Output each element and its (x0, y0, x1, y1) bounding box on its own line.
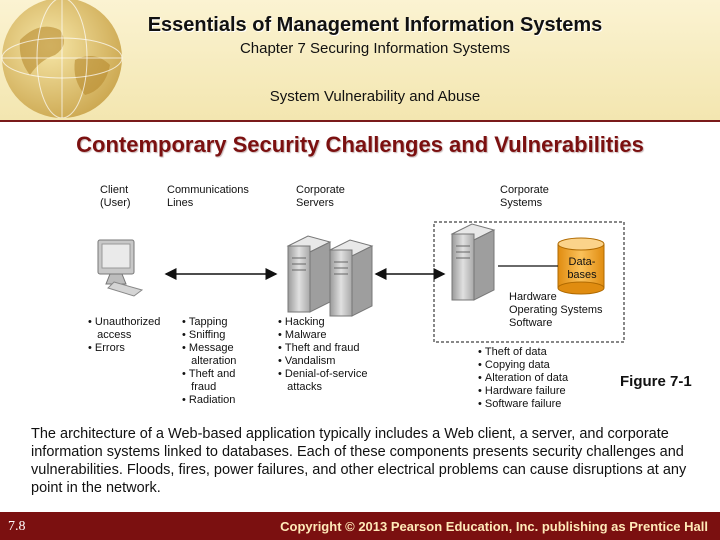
slide-header: Essentials of Management Information Sys… (0, 0, 720, 122)
database-icon (557, 237, 605, 295)
book-title: Essentials of Management Information Sys… (147, 14, 603, 36)
system-risks-list: Theft of data Copying data Alteration of… (478, 346, 568, 411)
figure-description: The architecture of a Web-based applicat… (31, 426, 687, 496)
chapter-title: Chapter 7 Securing Information Systems (239, 40, 511, 57)
server-risks-list: Hacking Malware Theft and fraud Vandalis… (278, 316, 368, 394)
client-label: Client (User) (100, 184, 131, 209)
communications-label: Communications Lines (167, 184, 249, 209)
client-risks-list: Unauthorized access Errors (88, 316, 160, 355)
corporate-server-icon (286, 235, 332, 313)
section-title: System Vulnerability and Abuse (269, 88, 481, 105)
figure-label: Figure 7-1 (620, 373, 692, 390)
security-diagram: Client (User) Communications Lines Corpo… (80, 178, 640, 418)
page-number: 7.8 (8, 519, 26, 534)
system-components-label: Hardware Operating Systems Software (509, 291, 603, 329)
client-computer-icon (97, 239, 144, 297)
systems-label: Corporate Systems (500, 184, 549, 209)
servers-label: Corporate Servers (296, 184, 345, 209)
copyright-notice: Copyright © 2013 Pearson Education, Inc.… (280, 519, 708, 534)
database-label: Data- bases (567, 256, 597, 281)
line-risks-list: Tapping Sniffing Message alteration Thef… (182, 316, 237, 407)
corporate-system-server-icon (450, 223, 496, 301)
globe-icon (1, 0, 123, 118)
slide-footer (0, 512, 720, 540)
corporate-server-icon (328, 239, 374, 317)
corporate-systems-box (433, 221, 625, 343)
slide-title: Contemporary Security Challenges and Vul… (76, 132, 644, 157)
